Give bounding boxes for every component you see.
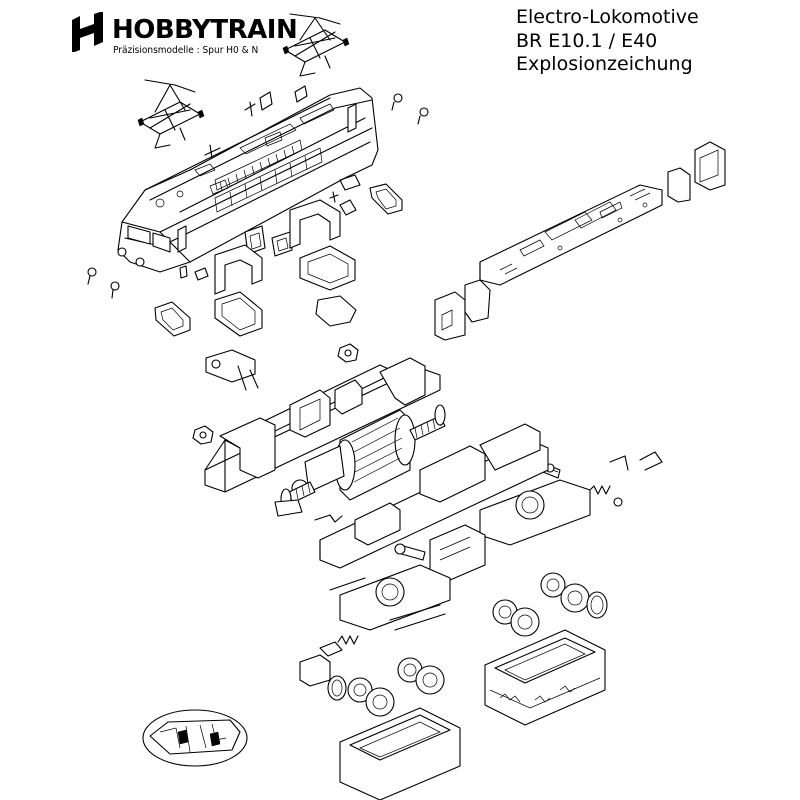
hobbytrain-logo: HOBBYTRAIN Präzisionsmodelle : Spur H0 &… xyxy=(70,12,330,60)
bogie-frame-rear xyxy=(340,708,460,800)
coupler-holders xyxy=(206,200,356,390)
locomotive-body-shell xyxy=(118,88,378,272)
detail-inset-oval xyxy=(143,710,247,766)
screws xyxy=(193,344,622,560)
title-line-2: BR E10.1 / E40 xyxy=(516,29,658,52)
pantograph-right xyxy=(283,14,349,76)
h-letter-logo-icon xyxy=(72,12,103,52)
bogie-gear-housing-front xyxy=(430,480,590,580)
cab-end-light-units xyxy=(435,142,725,340)
chassis-frame-upper xyxy=(205,358,440,492)
bogie-frame-front xyxy=(485,630,605,725)
traction-tires xyxy=(328,592,607,700)
springs xyxy=(338,452,662,644)
title-block: Electro-Lokomotive BR E10.1 / E40 Explos… xyxy=(516,6,796,77)
chassis-frame-lower xyxy=(275,424,548,568)
brand-name: HOBBYTRAIN xyxy=(112,15,298,45)
window-glazing xyxy=(245,226,292,256)
bogie-gear-housing-rear xyxy=(300,565,450,686)
title-line-3: Explosionzeichung xyxy=(516,53,693,75)
brand-tagline: Präzisionsmodelle : Spur H0 & N xyxy=(113,45,259,56)
title-line-1: Electro-Lokomotive xyxy=(516,6,699,28)
pantograph-left xyxy=(138,80,204,148)
wheelsets xyxy=(348,573,589,716)
roof-fittings xyxy=(88,86,428,298)
worm-shafts xyxy=(281,405,445,509)
circuit-board xyxy=(480,185,662,285)
headlight-inserts xyxy=(155,184,402,336)
